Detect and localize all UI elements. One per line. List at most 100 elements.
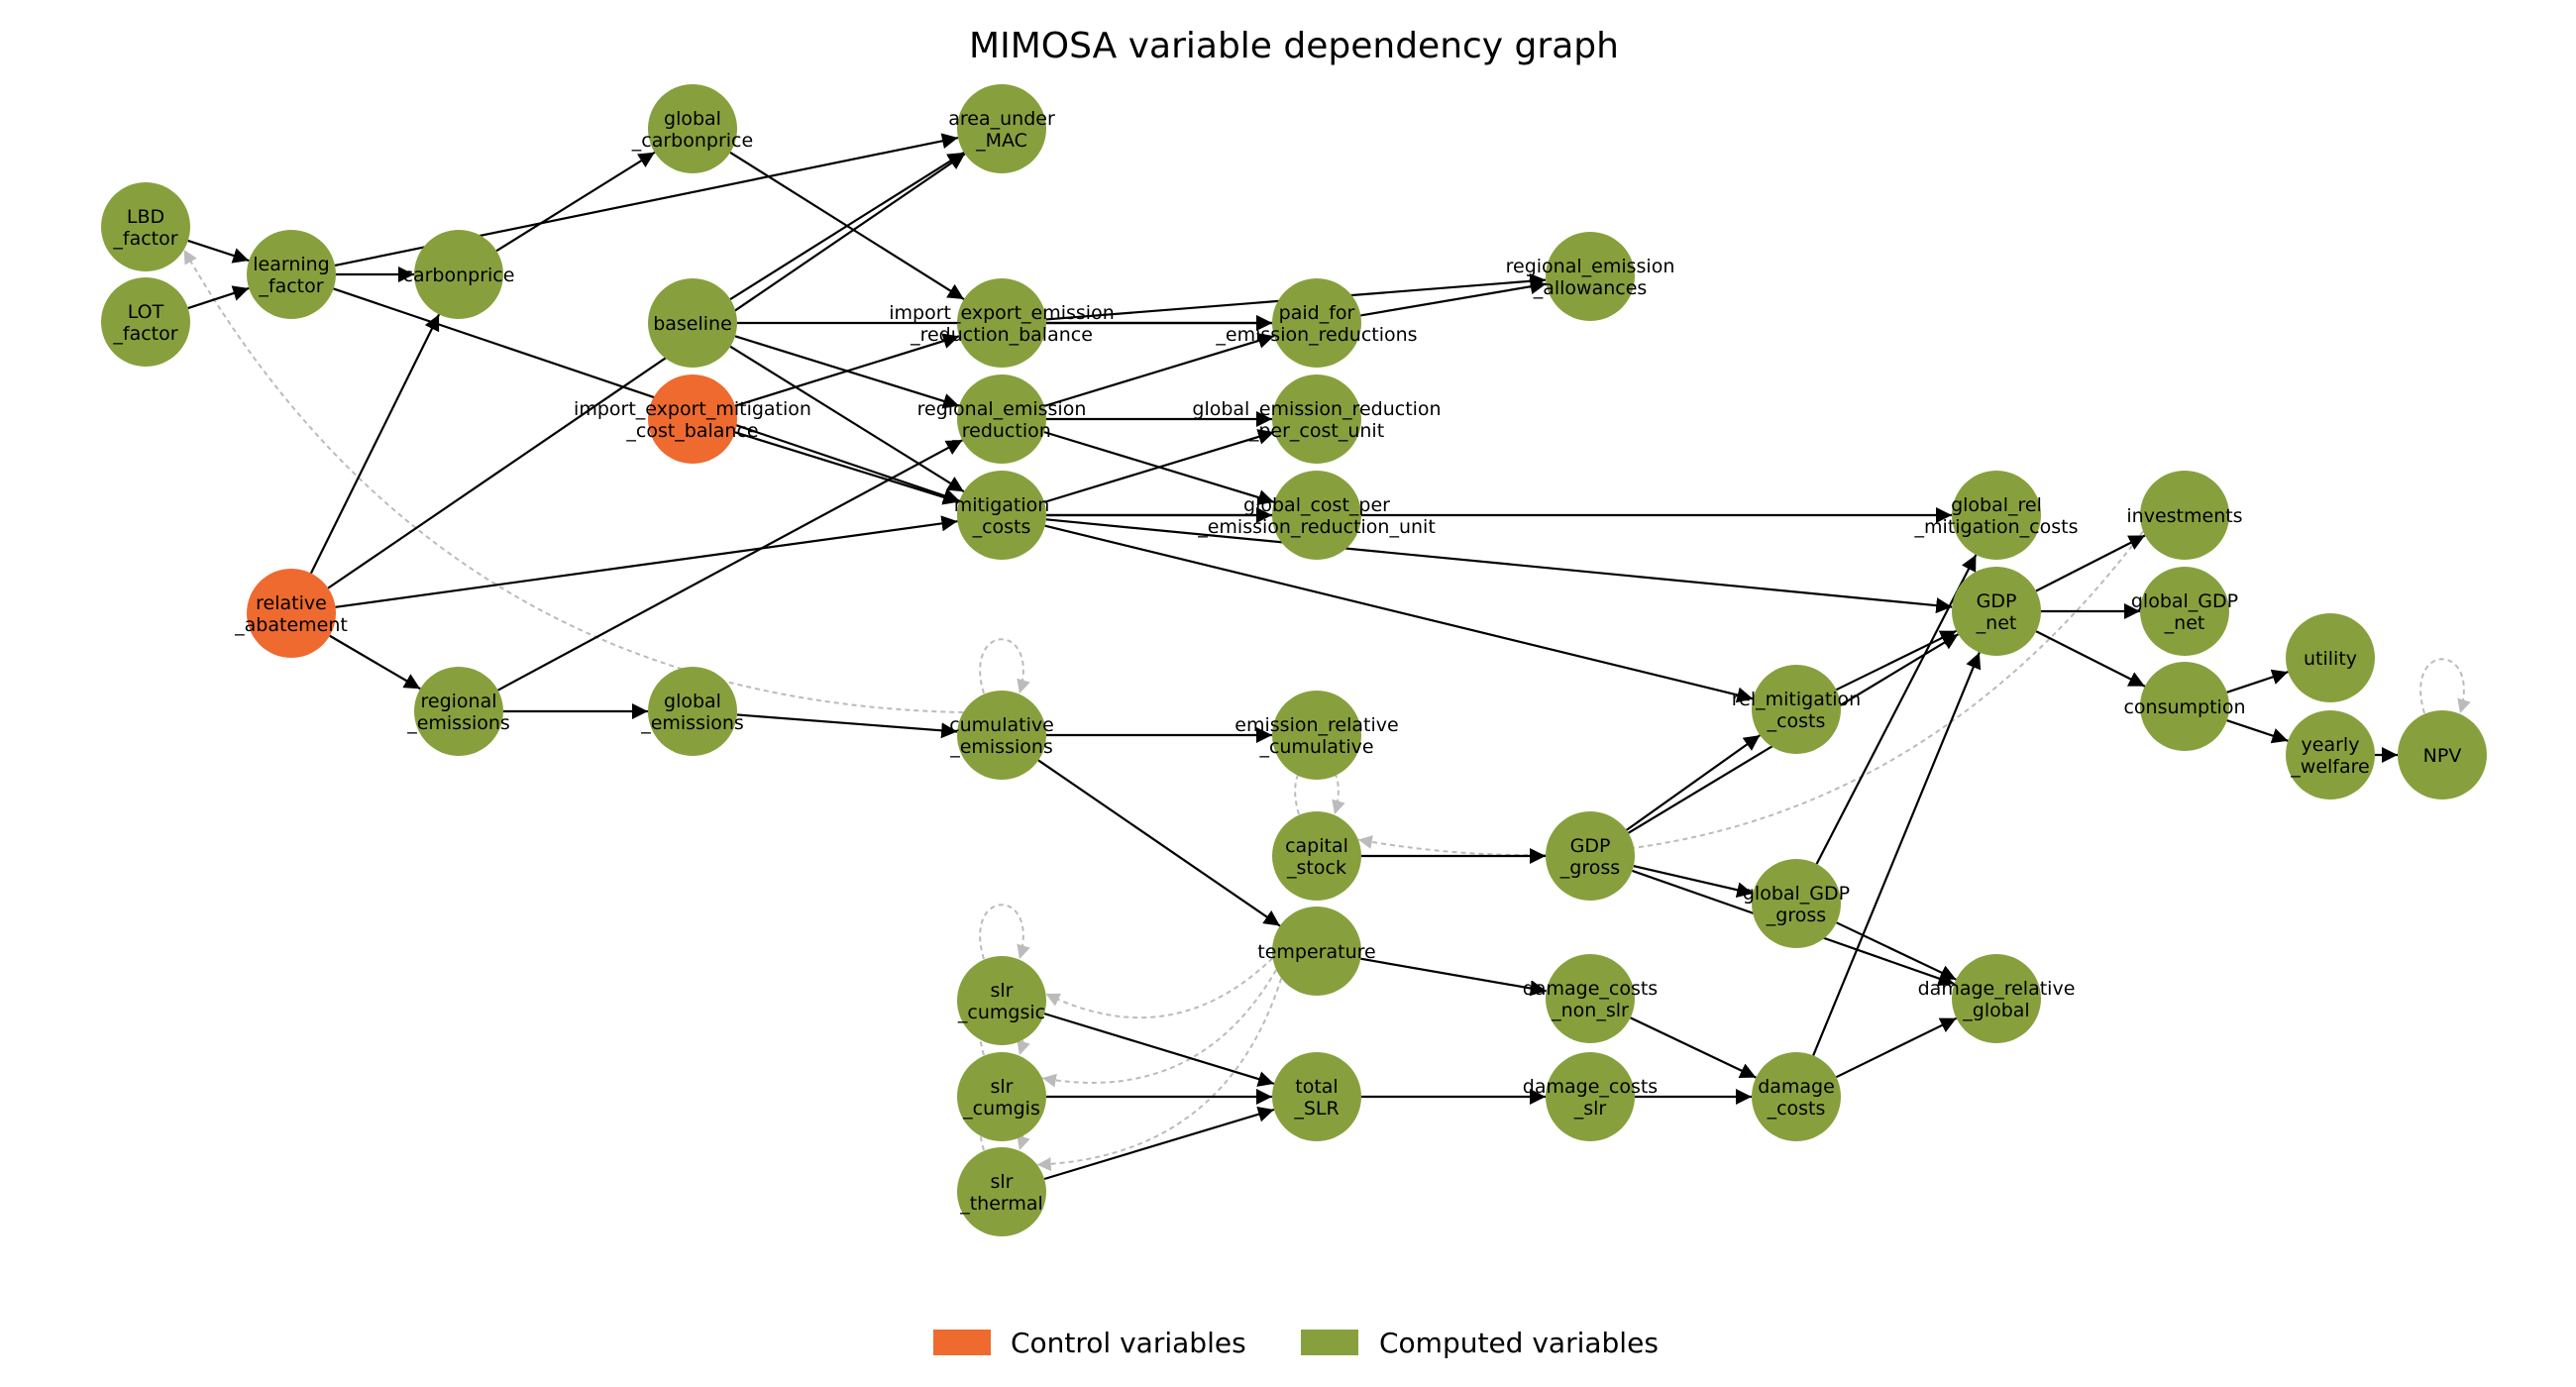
node-relative-abatement: relative_abatement bbox=[234, 569, 348, 658]
node-label-line: GDP bbox=[1977, 590, 2017, 612]
node-learning-factor: learning_factor bbox=[247, 230, 336, 319]
node-global-gdp-net: global_GDP_net bbox=[2131, 567, 2238, 656]
node-label-line: temperature bbox=[1257, 941, 1375, 963]
node-label-line: relative bbox=[256, 592, 327, 614]
node-baseline: baseline bbox=[648, 278, 737, 368]
node-label-line: _costs bbox=[1767, 1098, 1826, 1120]
node-label-line: _allowances bbox=[1533, 277, 1648, 299]
node-circle bbox=[247, 230, 336, 319]
node-label-line: _emissions bbox=[406, 712, 510, 734]
node-label-line: investments bbox=[2126, 505, 2242, 527]
node-damage-costs: damage_costs bbox=[1752, 1052, 1841, 1141]
node-circle bbox=[1272, 907, 1361, 996]
node-label-line: rel_mitigation bbox=[1732, 689, 1861, 710]
node-label-line: utility bbox=[2304, 648, 2357, 670]
node-global-cost-per-emission-reduction-unit: global_cost_per_emission_reduction_unit bbox=[1197, 471, 1436, 560]
legend-swatch-control bbox=[933, 1330, 991, 1355]
diagram-title: MIMOSA variable dependency graph bbox=[969, 26, 1619, 66]
node-label-line: regional_emission bbox=[917, 398, 1087, 420]
node-label-line: _slr bbox=[1573, 1098, 1607, 1120]
edge-damage-costs-to-damage-relative-global bbox=[1835, 1016, 1958, 1079]
node-circle bbox=[648, 278, 737, 368]
dashed-edge-temperature-to-slr-cumgis bbox=[1041, 969, 1278, 1088]
node-slr-thermal: slr_thermal bbox=[957, 1147, 1046, 1236]
node-circle bbox=[1272, 811, 1361, 901]
edge-damage-costs-non-slr-to-damage-costs bbox=[1630, 1016, 1757, 1079]
node-label-line: _emission_reductions bbox=[1215, 324, 1417, 346]
self-loop-cumulative-emissions bbox=[979, 638, 1030, 694]
edge-mitigation-costs-to-global-emission-reduction-per-cost-unit bbox=[1043, 429, 1275, 503]
dashed-edge-temperature-to-slr-thermal bbox=[1036, 978, 1283, 1172]
edge-carbonprice-to-global-carbonprice bbox=[495, 151, 656, 253]
node-carbonprice: carbonprice bbox=[403, 230, 514, 319]
node-circle bbox=[101, 182, 190, 271]
node-label-line: _cumgsic bbox=[957, 1002, 1045, 1023]
node-circle bbox=[957, 278, 1046, 368]
node-label-line: _emissions bbox=[640, 712, 744, 734]
node-regional-emission-reduction: regional_emission_reduction bbox=[917, 374, 1087, 464]
edge-gdp-net-to-investments bbox=[2035, 534, 2146, 592]
node-circle bbox=[1546, 232, 1635, 321]
legend-label-control: Control variables bbox=[1011, 1327, 1246, 1359]
node-circle bbox=[1546, 1052, 1635, 1141]
node-damage-costs-non-slr: damage_costs_non_slr bbox=[1523, 954, 1658, 1043]
edge-gdp-gross-to-rel-mitigation-costs bbox=[1626, 734, 1761, 831]
node-total-slr: total_SLR bbox=[1272, 1052, 1361, 1141]
node-global-gdp-gross: global_GDP_gross bbox=[1743, 859, 1850, 948]
edge-import-export-mitigation-cost-balance-to-mitigation-costs bbox=[734, 431, 960, 505]
node-label-line: regional bbox=[420, 691, 496, 712]
node-circle bbox=[1272, 278, 1361, 368]
node-npv: NPV bbox=[2398, 710, 2487, 800]
node-label-line: _emission_reduction_unit bbox=[1197, 516, 1436, 538]
node-label-line: _global bbox=[1962, 1000, 2029, 1021]
node-circle bbox=[2140, 471, 2229, 560]
node-circle bbox=[2140, 567, 2229, 656]
node-circle bbox=[957, 691, 1046, 780]
node-global-emissions: global_emissions bbox=[640, 667, 744, 756]
node-circle bbox=[247, 569, 336, 658]
node-slr-cumgsic: slr_cumgsic bbox=[957, 956, 1046, 1045]
self-loop-npv bbox=[2419, 658, 2471, 714]
node-circle bbox=[2286, 710, 2375, 800]
edge-gdp-gross-to-global-gdp-gross bbox=[1633, 865, 1754, 899]
node-circle bbox=[1546, 954, 1635, 1043]
edge-layer bbox=[187, 133, 2398, 1181]
node-circle bbox=[1752, 665, 1841, 754]
node-temperature: temperature bbox=[1257, 907, 1376, 996]
node-label-line: _factor bbox=[112, 323, 177, 345]
legend-swatch-computed bbox=[1301, 1330, 1358, 1355]
node-label-line: _reduction_balance bbox=[910, 324, 1093, 346]
legend-label-computed: Computed variables bbox=[1379, 1327, 1659, 1359]
node-circle bbox=[957, 1052, 1046, 1141]
node-circle bbox=[1272, 374, 1361, 464]
edge-consumption-to-utility bbox=[2226, 669, 2289, 694]
node-circle bbox=[2398, 710, 2487, 800]
edge-global-gdp-gross-to-global-rel-mitigation-costs bbox=[1815, 554, 1978, 865]
node-label-line: _SLR bbox=[1293, 1098, 1339, 1120]
node-label-line: _carbonprice bbox=[631, 130, 753, 152]
node-yearly-welfare: yearly_welfare bbox=[2286, 710, 2375, 800]
node-paid-for-emission-reductions: paid_for_emission_reductions bbox=[1215, 278, 1418, 368]
node-circle bbox=[1952, 567, 2041, 656]
node-label-line: _cost_balance bbox=[625, 420, 758, 442]
node-label-line: baseline bbox=[653, 313, 732, 335]
node-utility: utility bbox=[2286, 613, 2375, 702]
edge-mitigation-costs-to-rel-mitigation-costs bbox=[1044, 524, 1754, 703]
node-import-export-mitigation-cost-balance: import_export_mitigation_cost_balance bbox=[574, 374, 811, 464]
node-label-line: area_under bbox=[948, 108, 1055, 130]
node-label-line: damage_relative bbox=[1918, 978, 2076, 1000]
node-label-line: _abatement bbox=[234, 614, 348, 636]
node-consumption: consumption bbox=[2123, 662, 2246, 751]
node-label-line: _welfare bbox=[2290, 756, 2369, 778]
node-label-line: slr bbox=[991, 1076, 1014, 1098]
node-circle bbox=[648, 667, 737, 756]
node-label-line: slr bbox=[991, 1171, 1014, 1193]
edge-baseline-to-mitigation-costs bbox=[729, 345, 965, 493]
edge-mitigation-costs-to-gdp-net bbox=[1045, 518, 1953, 614]
node-label-line: damage bbox=[1758, 1076, 1835, 1098]
node-circle bbox=[2286, 613, 2375, 702]
node-capital-stock: capital_stock bbox=[1272, 811, 1361, 901]
node-label-line: _factor bbox=[112, 228, 177, 250]
